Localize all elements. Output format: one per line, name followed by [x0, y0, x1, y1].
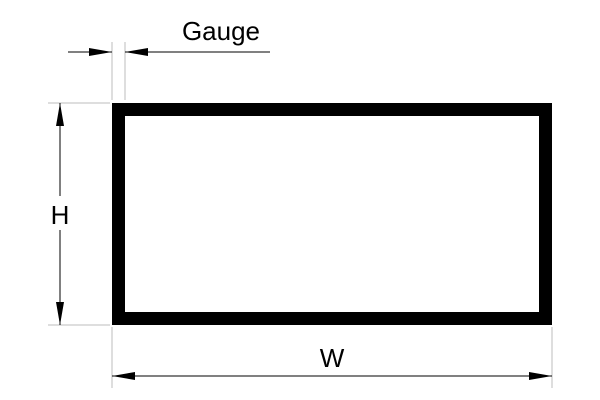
gauge-arrow-left	[89, 48, 112, 56]
height-label: H	[51, 200, 70, 230]
width-dimension: W	[111, 327, 553, 388]
gauge-arrow-right	[125, 48, 148, 56]
width-arrow-left	[112, 372, 135, 380]
tube-profile	[112, 103, 552, 325]
width-arrow-right	[529, 372, 552, 380]
height-arrow-top	[56, 103, 64, 126]
width-label: W	[320, 343, 345, 373]
height-dimension: H	[48, 102, 110, 326]
gauge-label: Gauge	[182, 16, 260, 46]
gauge-dimension: Gauge	[68, 16, 270, 100]
height-arrow-bottom	[56, 302, 64, 325]
